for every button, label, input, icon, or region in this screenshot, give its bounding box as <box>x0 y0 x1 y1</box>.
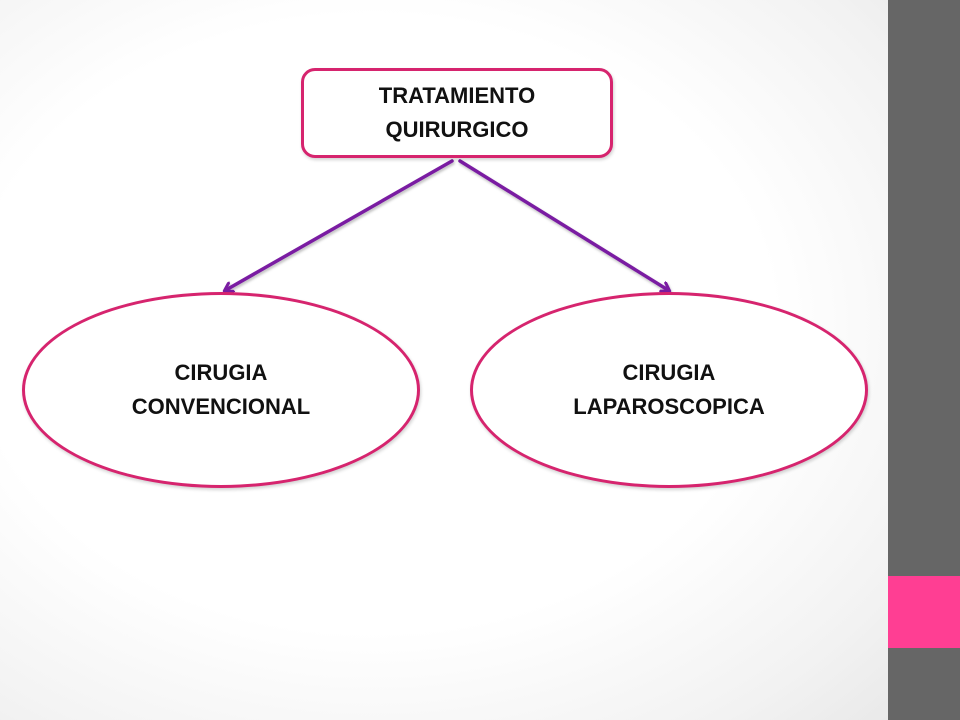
child-node-line1: CIRUGIA <box>622 360 716 385</box>
child-node-cirugia-convencional: CIRUGIA CONVENCIONAL <box>22 292 420 488</box>
root-node-line1: TRATAMIENTO <box>378 83 536 108</box>
child-node-line2: LAPAROSCOPICA <box>573 394 765 419</box>
connectors <box>0 159 888 720</box>
child-node-cirugia-laparoscopica: CIRUGIA LAPAROSCOPICA <box>470 292 868 488</box>
side-accent-block <box>888 576 960 648</box>
root-node-line2: QUIRURGICO <box>385 117 529 142</box>
child-node-line1: CIRUGIA <box>174 360 268 385</box>
root-node-label: TRATAMIENTO QUIRURGICO <box>379 79 535 147</box>
root-node-tratamiento-quirurgico: TRATAMIENTO QUIRURGICO <box>301 68 613 158</box>
arrow-to-convencional <box>226 159 454 290</box>
arrow-to-laparoscopica <box>458 159 668 290</box>
child-node-label: CIRUGIA LAPAROSCOPICA <box>573 356 765 424</box>
child-node-label: CIRUGIA CONVENCIONAL <box>132 356 310 424</box>
child-node-line2: CONVENCIONAL <box>131 394 311 419</box>
